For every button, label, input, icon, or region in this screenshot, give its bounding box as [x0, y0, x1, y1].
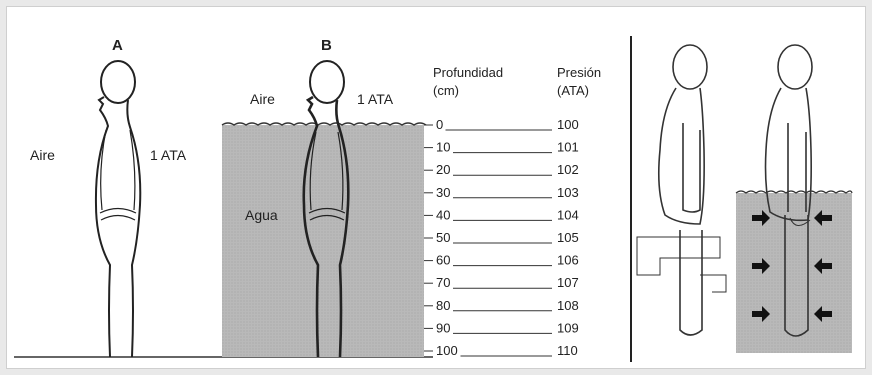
pressure-value: 107: [557, 275, 579, 290]
depth-value: 30: [436, 185, 450, 200]
pressure-value: 101: [557, 140, 579, 155]
depth-value: 100: [436, 343, 458, 358]
air-label-a: Aire: [30, 147, 55, 163]
pressure-value: 103: [557, 185, 579, 200]
pressure-label-b: 1 ATA: [357, 91, 394, 107]
pressure-unit: (ATA): [557, 83, 589, 98]
depth-value: 90: [436, 320, 450, 335]
pressure-label-a: 1 ATA: [150, 147, 187, 163]
label-a: A: [112, 37, 123, 54]
pressure-value: 110: [557, 343, 578, 358]
depth-value: 20: [436, 162, 450, 177]
pressure-value: 109: [557, 320, 579, 335]
pressure-header: Presión: [557, 65, 601, 80]
depth-value: 0: [436, 117, 443, 132]
seated-person-air: [637, 45, 726, 335]
pressure-value: 106: [557, 253, 579, 268]
pressure-value: 100: [557, 117, 579, 132]
water-surface: [222, 123, 426, 125]
depth-value: 40: [436, 207, 450, 222]
depth-value: 50: [436, 230, 450, 245]
person-a-figure: [96, 61, 140, 357]
pressure-value: 102: [557, 162, 579, 177]
air-label-b: Aire: [250, 91, 275, 107]
water-tank: [222, 125, 424, 357]
water-label: Agua: [245, 207, 278, 223]
depth-value: 80: [436, 298, 450, 313]
depth-value: 10: [436, 140, 450, 155]
pressure-value: 108: [557, 298, 579, 313]
depth-pressure-table: 0 100 10 101 20 102 30 103 40 104 50 105 60 106 70 107 8…: [424, 117, 579, 358]
pressure-value: 105: [557, 230, 579, 245]
depth-value: 70: [436, 275, 450, 290]
depth-unit: (cm): [433, 83, 459, 98]
label-b: B: [321, 37, 332, 54]
depth-value: 60: [436, 253, 450, 268]
depth-header: Profundidad: [433, 65, 503, 80]
pressure-value: 104: [557, 207, 579, 222]
right-water-surface: [736, 191, 852, 193]
